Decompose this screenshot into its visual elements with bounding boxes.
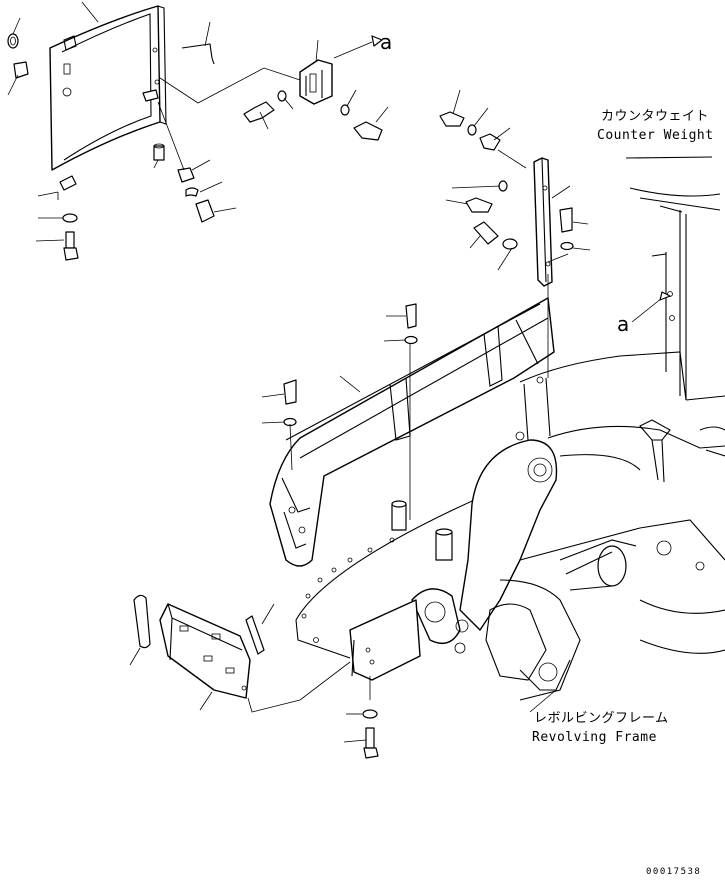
hinge-bracket [243, 35, 389, 141]
side-cover [261, 297, 555, 567]
upper-cover-panel [49, 5, 167, 171]
lower-cover [129, 594, 351, 713]
counterweight-label-jp: カウンタウェイト [601, 109, 709, 124]
revolving-frame-label-en: Revolving Frame [532, 730, 657, 745]
drawing-number: 00017538 [646, 867, 701, 876]
counterweight [625, 156, 725, 401]
right-bracket-plate [439, 89, 591, 287]
lower-bolt-set [343, 709, 379, 759]
spacer-collars [391, 500, 453, 561]
cover-leader-lines [7, 1, 301, 242]
counterweight-label-en: Counter Weight [597, 128, 714, 143]
view-marker-a-side: a [617, 312, 629, 336]
revolving-frame-label-jp: レボルビングフレーム [534, 711, 669, 726]
view-marker-a-top: a [380, 30, 392, 54]
cover-hardware [7, 33, 215, 261]
revolving-frame [295, 274, 725, 713]
